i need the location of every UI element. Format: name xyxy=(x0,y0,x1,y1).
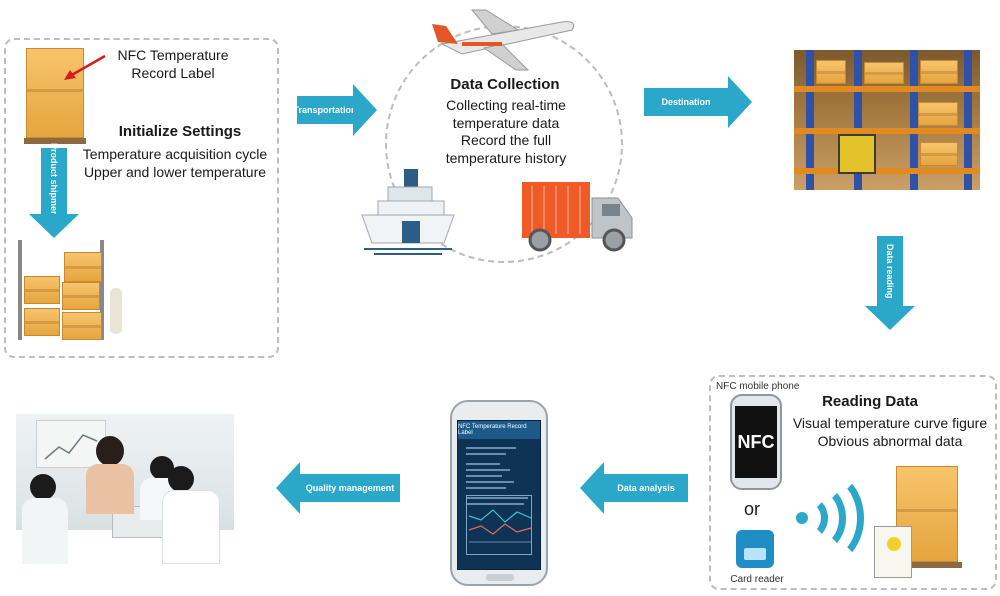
initialize-settings-line1: Temperature acquisition cycle xyxy=(82,146,268,162)
nfc-mobile-phone: NFC xyxy=(730,394,782,490)
ship-icon xyxy=(361,169,455,255)
data-collection-heading: Data Collection xyxy=(450,76,560,93)
data-collection-line2: temperature data xyxy=(452,114,560,131)
initialize-settings-line2: Upper and lower temperature xyxy=(83,163,267,180)
data-analysis-label: Data analysis xyxy=(617,483,675,493)
transportation-label: Transportation xyxy=(293,105,357,115)
home-button xyxy=(486,574,514,581)
nfc-label-title-line1: NFC Temperature xyxy=(117,47,229,63)
temperature-chart-thumbnail xyxy=(466,495,532,555)
or-text: or xyxy=(743,499,760,519)
quality-management-arrow: Quality management xyxy=(276,462,400,514)
reading-data-line1: Visual temperature curve figure xyxy=(792,415,988,431)
product-shipment-label: Product shipment xyxy=(49,142,59,220)
app-screen: NFC Temperature Record Label xyxy=(457,420,541,570)
truck-icon xyxy=(522,182,633,252)
data-collection-line4: temperature history xyxy=(445,149,567,166)
pallet xyxy=(24,138,86,144)
smartphone-app-image: NFC Temperature Record Label xyxy=(450,400,548,586)
initialize-settings-panel xyxy=(4,38,279,358)
data-reading-label: Data reading xyxy=(885,243,895,299)
data-collection-line3: Record the full xyxy=(460,132,552,148)
worker-figure xyxy=(110,288,122,334)
reading-data-text: Visual temperature curve figure Obvious … xyxy=(786,415,994,450)
nfc-phone-screen: NFC xyxy=(735,406,777,478)
nfc-phone-label: NFC mobile phone xyxy=(716,381,800,392)
nfc-label-title-line2: Record Label xyxy=(131,64,215,81)
initialize-settings-heading: Initialize Settings xyxy=(118,123,242,140)
destination-label: Destination xyxy=(661,97,711,107)
data-collection-line1: Collecting real-time xyxy=(446,97,566,113)
nfc-label-title: NFC Temperature Record Label xyxy=(98,47,248,82)
initialize-settings-text: Temperature acquisition cycle Upper and … xyxy=(70,146,280,181)
card-reader-label: Card reader xyxy=(730,574,784,585)
airplane-icon xyxy=(432,9,575,71)
warehouse-image xyxy=(794,50,980,190)
reading-data-line2: Obvious abnormal data xyxy=(817,432,963,449)
transportation-arrow: Transportation xyxy=(294,84,377,136)
data-collection-text: Collecting real-time temperature data Re… xyxy=(420,97,592,167)
app-title: NFC Temperature Record Label xyxy=(458,421,540,439)
cargo-crate xyxy=(26,48,84,138)
data-analysis-arrow: Data analysis xyxy=(580,462,688,514)
quality-team-image xyxy=(16,414,234,564)
quality-management-label: Quality management xyxy=(305,483,395,493)
destination-arrow: Destination xyxy=(644,76,752,128)
forklift xyxy=(838,134,876,174)
reading-data-heading: Reading Data xyxy=(822,393,918,410)
whiteboard xyxy=(36,420,106,468)
data-reading-arrow: Data reading xyxy=(865,236,915,330)
card-reader-icon xyxy=(736,530,774,568)
nfc-tag xyxy=(874,526,912,578)
label-pointer-arrow-icon xyxy=(64,54,106,80)
reading-data-panel xyxy=(709,375,997,590)
product-shipment-arrow: Product shipment xyxy=(29,143,79,238)
